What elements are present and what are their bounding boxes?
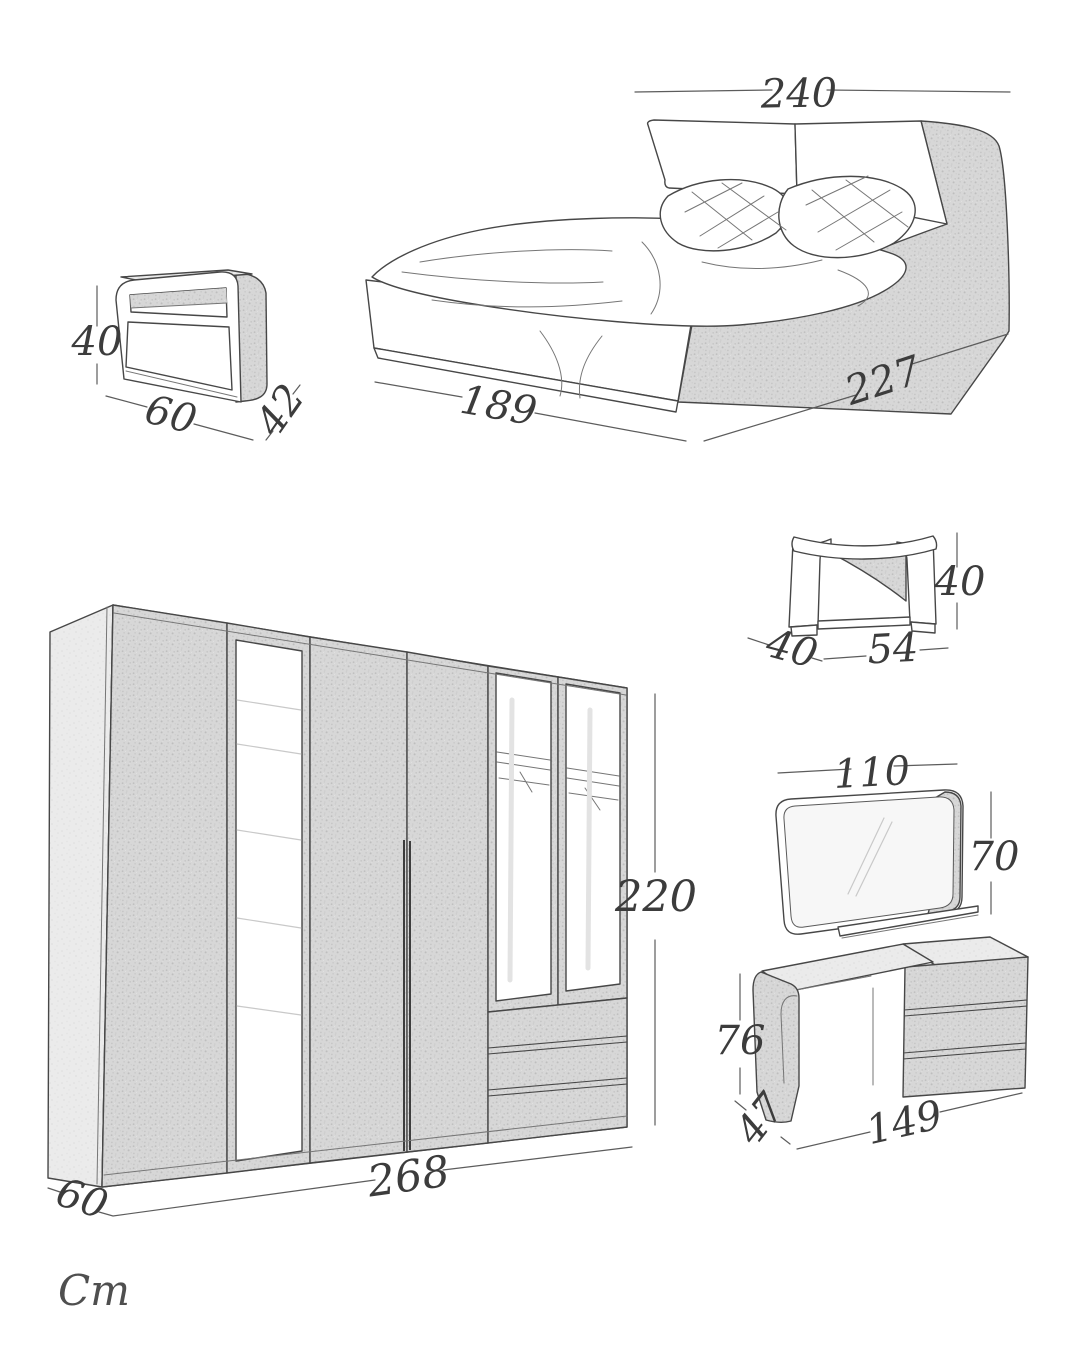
wardrobe-dim-width: 268 <box>363 1147 452 1208</box>
dressing-table-unit-front <box>902 956 1029 1098</box>
wardrobe-plinth-line <box>103 1115 628 1176</box>
mirror-dim-width-line <box>777 763 958 774</box>
wardrobe-mirror-reflections <box>236 699 302 1016</box>
wardrobe-drawers <box>487 997 628 1144</box>
wardrobe-glass-left-pane <box>495 672 552 1002</box>
nightstand-side-panel <box>235 271 268 403</box>
wardrobe-door-1 <box>101 604 228 1188</box>
bed-pillow-quilt-lines <box>684 175 909 251</box>
nightstand-drawing: 40 60 42 <box>71 269 314 445</box>
nightstand-dim-width: 60 <box>140 387 201 444</box>
mirror-reflection-streaks <box>847 817 893 897</box>
mirror-drawing: 110 70 <box>775 748 1020 939</box>
wardrobe-mirror-glass <box>235 639 303 1162</box>
nightstand-drawer <box>125 321 233 391</box>
dressing-table-drawer-gaps <box>902 999 1028 1060</box>
nightstand-shelf-edge <box>130 302 228 309</box>
wardrobe-door-4 <box>406 651 489 1153</box>
dressing-table-dim-depth-line <box>734 1100 791 1145</box>
bed-pillow-left <box>659 178 790 252</box>
dressing-table-leg <box>752 971 800 1123</box>
stool-dim-height: 40 <box>934 559 986 605</box>
wardrobe-drawing: 220 60 268 <box>47 604 697 1229</box>
dressing-table-dim-width-line <box>796 1092 1023 1150</box>
dressing-table-leg-inner-curve <box>780 995 798 1084</box>
wardrobe-drawer-gaps <box>487 1035 628 1097</box>
bed-drawing: 240 189 227 <box>365 70 1011 442</box>
nightstand-dim-depth-line <box>265 384 301 441</box>
nightstand-plinth-line <box>125 370 238 398</box>
bed-pillow-right <box>778 175 916 259</box>
stool-drawing: 40 40 54 <box>747 532 986 678</box>
nightstand-dim-width-line <box>105 395 254 441</box>
bed-dim-length-line <box>703 333 1009 442</box>
wardrobe-door-3 <box>309 636 408 1164</box>
artist-signature: Cm <box>58 1266 130 1315</box>
bed-dim-headboard-width: 240 <box>759 70 837 117</box>
nightstand-dim-height: 40 <box>71 319 123 365</box>
stool-stretcher <box>817 616 911 630</box>
mirror-shelf-edge <box>841 914 979 939</box>
wardrobe-glass-right-pane <box>565 683 621 992</box>
stool-seat <box>791 535 938 560</box>
bed-duvet <box>371 217 907 327</box>
stool-right-foot <box>910 621 936 634</box>
wardrobe-dim-depth-line <box>47 1179 376 1217</box>
wardrobe-glass-left-interior <box>496 751 551 793</box>
wardrobe-glass-right-interior <box>566 767 620 811</box>
dressing-table-dim-width: 149 <box>862 1092 947 1154</box>
stool-dim-width: 54 <box>866 625 919 674</box>
wardrobe-dim-width-line <box>442 1146 633 1171</box>
mirror-dim-height: 70 <box>969 834 1020 880</box>
wardrobe-glass-reflections <box>507 697 593 983</box>
mirror-glass <box>783 796 955 928</box>
stool-left-foot <box>790 624 818 637</box>
bed-dim-foot-line <box>374 381 687 442</box>
mirror-dim-width: 110 <box>833 748 912 798</box>
mirror-shelf <box>837 905 979 937</box>
wardrobe-dim-height: 220 <box>614 872 697 922</box>
nightstand-niche-shadow <box>130 288 227 308</box>
stool-dim-depth-line <box>747 637 823 662</box>
stool-dim-width-line <box>823 647 949 660</box>
dressing-table-dim-height: 76 <box>715 1018 766 1064</box>
bed-dim-width-line <box>634 89 1011 93</box>
dressing-table-undertop-line <box>790 975 872 992</box>
bed-plinth <box>373 347 679 413</box>
wardrobe-handle <box>403 840 411 1151</box>
bed-wrinkle-lines <box>401 241 869 399</box>
dressing-table-drawing: 76 47 149 <box>715 936 1029 1154</box>
wardrobe-side-stile-line <box>96 606 108 1185</box>
wardrobe-top-edge-line <box>113 612 627 696</box>
